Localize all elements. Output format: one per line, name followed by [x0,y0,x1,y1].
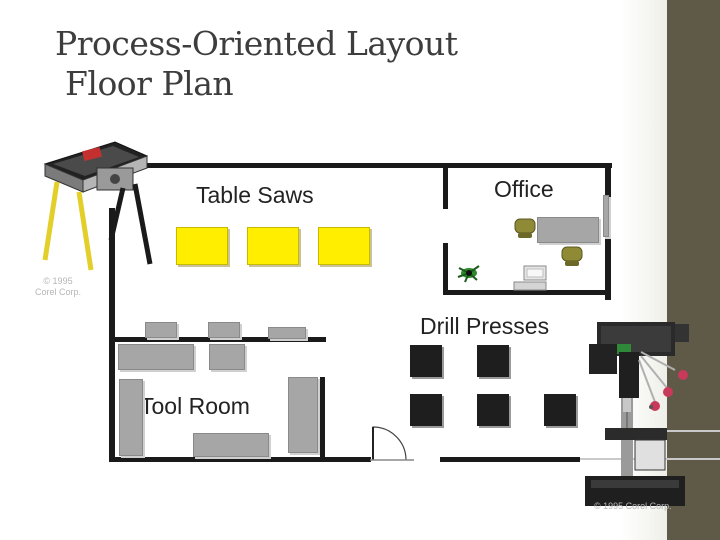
slide-title: Process-Oriented Layout Floor Plan [55,24,458,104]
office-wall-left-lower [443,243,448,291]
drill-press-station [477,394,509,426]
wall-top [125,163,612,168]
copyright-left: © 1995 Corel Corp. [34,276,81,297]
wall-bottom-left [109,457,371,462]
work-table [145,322,177,338]
table-saw-icon [42,141,153,271]
drill-press-station [410,345,442,377]
title-line-1: Process-Oriented Layout [55,24,458,63]
work-table [208,322,240,338]
drill-press-station [544,394,576,426]
office-panel [603,195,609,237]
toolroom-wall-top [109,337,326,342]
drill-press-station [477,345,509,377]
copyright-right: © 1995 Corel Corp. [594,501,672,511]
table-saw-station [247,227,299,265]
wall-left [109,208,115,462]
toolroom-wall-right [320,377,325,462]
chair-icon [561,246,583,266]
drill-press-icon [585,322,689,506]
plant-icon [457,265,480,283]
chair-icon [514,218,536,238]
computer-icon [513,265,547,291]
office-desk [537,217,599,243]
table-saw-station [176,227,228,265]
tool-bench [209,344,245,370]
tool-bench [118,344,194,370]
table-saw-station [318,227,370,265]
title-line-2: Floor Plan [55,64,234,103]
pipe-line [620,430,720,432]
office-wall-bottom [443,290,611,295]
table-saws-label: Table Saws [196,182,314,208]
tool-cabinet [119,379,143,456]
office-label: Office [494,176,554,202]
office-wall-left-upper [443,163,448,209]
drill-presses-label: Drill Presses [420,313,550,339]
wall-bottom-right [440,457,580,462]
tool-bench [193,433,269,457]
sidebar-band [667,0,720,540]
tool-cabinet [288,377,318,453]
tool-room-label: Tool Room [140,393,250,419]
door-icon [370,426,414,461]
work-table [268,327,306,339]
drill-press-station [410,394,442,426]
